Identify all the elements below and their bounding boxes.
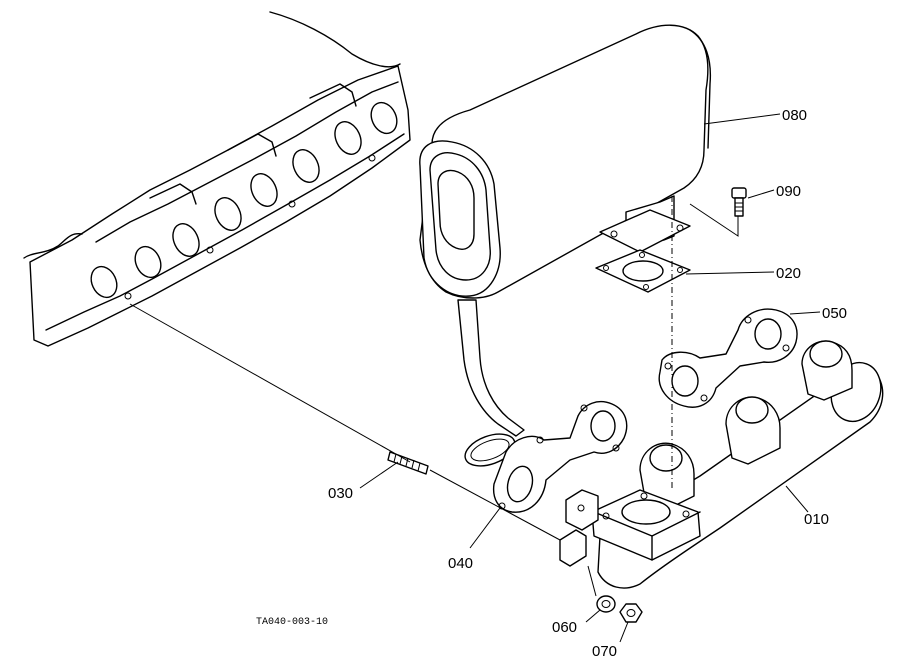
callout-080: 080	[782, 107, 807, 124]
callout-040: 040	[448, 555, 473, 572]
bolt	[731, 187, 747, 217]
nut	[619, 603, 643, 623]
assembly-lines	[129, 196, 739, 597]
callout-070: 070	[592, 643, 617, 660]
stud	[387, 451, 429, 475]
leader-lines	[359, 113, 821, 643]
manifold-gasket-rear	[658, 308, 798, 408]
callouts: 080 090 020 050 010 030 040 060 070 TA04…	[256, 107, 847, 660]
callout-010: 010	[804, 511, 829, 528]
callout-060: 060	[552, 619, 577, 636]
callout-090: 090	[776, 183, 801, 200]
callout-050: 050	[822, 305, 847, 322]
muffler	[419, 24, 712, 467]
lock-washer	[596, 595, 616, 613]
callout-030: 030	[328, 485, 353, 502]
cylinder-head	[23, 11, 411, 347]
muffler-gasket	[595, 249, 691, 293]
manifold-gasket-front	[492, 400, 628, 513]
exhaust-manifold	[559, 340, 884, 589]
figure-code: TA040-003-10	[256, 617, 328, 628]
callout-020: 020	[776, 265, 801, 282]
